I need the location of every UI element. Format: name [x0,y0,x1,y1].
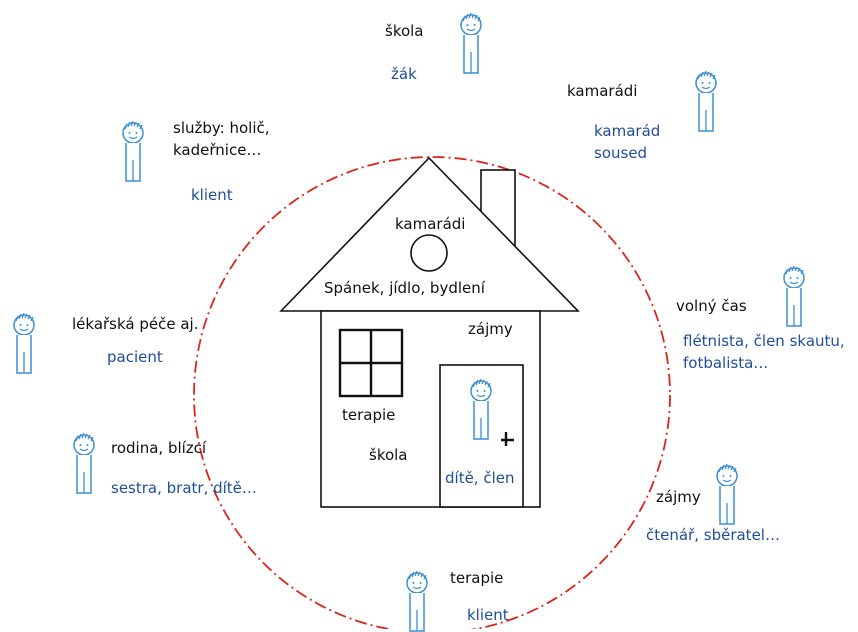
person-figure-services [118,120,148,182]
role-services: klient [191,184,233,206]
roof-round-window [411,235,447,271]
house-window [340,330,402,396]
person-figure-child [466,378,496,440]
person-figure-interests [712,463,742,525]
role-therapy: klient [467,604,509,626]
roof-label-basic-needs: Spánek, jídlo, bydlení [324,277,485,299]
person-figure-family [69,432,99,494]
setting-medical: lékařská péče aj. [72,313,199,335]
wall-label-interests: zájmy [468,318,513,340]
role-friends: kamarád soused [594,120,660,164]
roof-label-friends: kamarádi [395,213,465,235]
setting-interests: zájmy [656,486,701,508]
role-school: žák [391,63,417,85]
person-figure-leisure [779,265,809,327]
setting-school: škola [385,20,424,42]
setting-therapy: terapie [450,567,503,589]
wall-label-therapy: terapie [342,404,395,426]
person-figure-medical [9,312,39,374]
role-medical: pacient [107,346,163,368]
person-figure-school [456,12,486,74]
role-family: sestra, bratr, dítě… [111,477,257,499]
setting-friends: kamarádi [567,80,637,102]
role-interests: čtenář, sběratel… [646,524,780,546]
setting-leisure: volný čas [676,295,747,317]
wall-label-school: škola [369,444,408,466]
role-leisure: flétnista, člen skautu, fotbalista… [683,330,845,374]
setting-family: rodina, blízcí [111,437,206,459]
person-figure-friends [691,70,721,132]
door-label-role: dítě, člen [445,467,515,489]
person-figure-therapy [402,570,432,632]
setting-services: služby: holič, kadeřnice… [173,117,270,161]
